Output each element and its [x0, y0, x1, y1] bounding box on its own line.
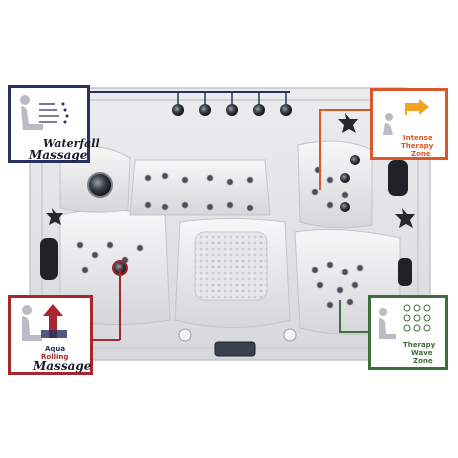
waterfall-massage-callout: Waterfall Massage: [8, 85, 100, 163]
seated-person-rising-arrow-icon: [22, 304, 67, 341]
waterfall-label-line1: Waterfall: [43, 137, 100, 150]
therapy-wave-zone-callout: Therapy Wave Zone: [368, 295, 448, 370]
medium-jets: [112, 155, 360, 342]
waterfall-label-line2: Massage: [29, 148, 88, 162]
intense-label-line1: Intense: [403, 134, 433, 142]
wave-label-line2: Wave: [411, 349, 433, 357]
intense-therapy-callout: Intense Therapy Zone: [370, 88, 448, 160]
top-jets: [172, 91, 292, 116]
wave-label-line1: Therapy: [403, 341, 436, 349]
aqua-label-line1: Aqua: [45, 345, 66, 353]
aqua-rolling-massage-callout: Aqua Rolling Massage: [8, 295, 93, 375]
wave-label-line3: Zone: [413, 357, 433, 365]
large-jet: [87, 172, 113, 198]
headrest-right-lower: [398, 258, 412, 286]
intense-label-line2: Therapy: [401, 142, 434, 150]
headrest-left: [40, 238, 58, 280]
intense-label-line3: Zone: [411, 150, 431, 158]
headrest-right: [388, 160, 408, 196]
center-dimple-pad: [194, 231, 268, 301]
aqua-label-line2: Rolling: [41, 353, 69, 361]
seated-person-arrow-icon: [383, 99, 429, 135]
intense-connector: [319, 109, 370, 190]
aqua-label-line3: Massage: [33, 359, 92, 373]
upper-right-seat: [297, 140, 373, 229]
wave-connector: [339, 300, 368, 333]
cup-holders: [46, 113, 415, 228]
seated-person-wave-jets-icon: [379, 304, 431, 339]
seated-person-waterfall-icon: [20, 95, 69, 130]
control-panel: [214, 341, 256, 357]
